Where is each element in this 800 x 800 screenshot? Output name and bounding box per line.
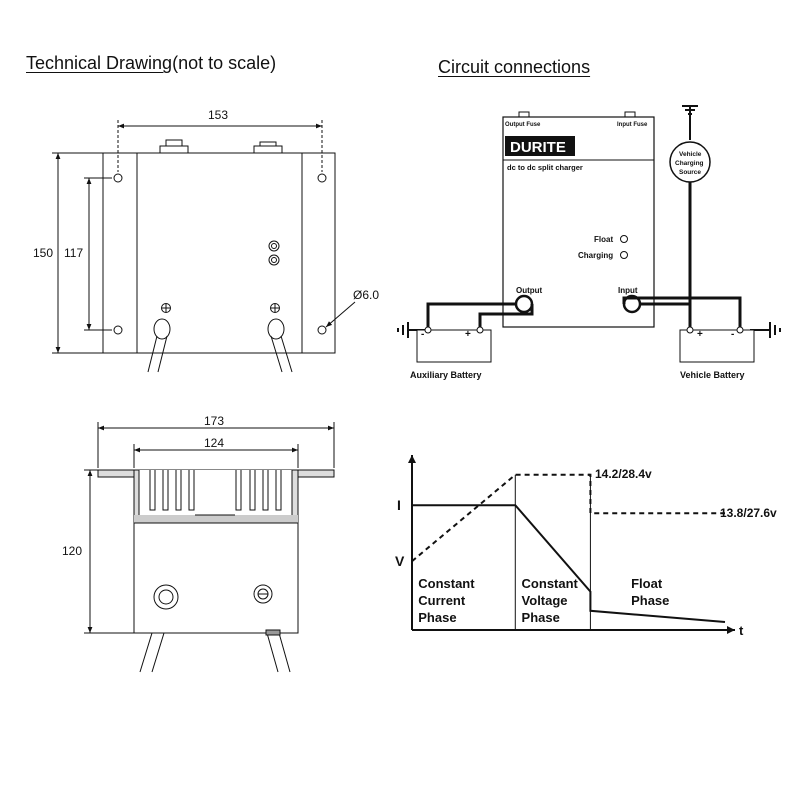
aux-plus: +	[465, 329, 471, 340]
cable-right	[270, 335, 293, 373]
not-to-scale-text: (not to scale)	[172, 53, 277, 73]
terminal-left	[159, 145, 189, 154]
cable-left	[147, 335, 168, 373]
mount-hole	[113, 173, 123, 183]
side-view	[84, 422, 335, 673]
led-charging	[268, 254, 280, 266]
voltage-line	[411, 473, 725, 562]
source-label-3: Source	[679, 169, 701, 176]
source-label-1: Vehicle	[679, 151, 702, 158]
aux-negative-wire	[426, 302, 516, 330]
front-view	[52, 120, 356, 373]
input-fuse-label: Input Fuse	[617, 122, 648, 128]
current-line	[412, 504, 726, 623]
y-marker-current: I	[397, 497, 401, 513]
phase-label: Phase	[631, 593, 669, 608]
dim-width-124: 124	[204, 436, 224, 450]
technical-drawing-text: Technical Drawing	[26, 53, 173, 73]
gland-front-left	[153, 584, 179, 610]
phase-label: Constant	[418, 576, 475, 591]
x-axis-label: t	[739, 623, 744, 638]
dim-width-173: 173	[204, 414, 224, 428]
side-body	[133, 522, 299, 634]
ground-icon	[397, 322, 409, 338]
output-fuse-label: Output Fuse	[505, 122, 541, 128]
technical-drawing-title: Technical Drawing (not to scale)	[26, 53, 276, 74]
front-plate	[102, 152, 336, 354]
output-label: Output	[516, 286, 543, 295]
ground-icon	[682, 105, 698, 140]
phase-label: Phase	[418, 610, 456, 625]
brand-logo	[505, 136, 575, 156]
dim-height-117: 117	[64, 246, 83, 260]
charger-subtitle: dc to dc split charger	[507, 163, 583, 172]
mount-hole	[113, 325, 123, 335]
float-label: Float	[594, 235, 613, 244]
y-marker-voltage: V	[395, 553, 405, 569]
phase-label: Constant	[522, 576, 579, 591]
veh-minus: -	[731, 329, 734, 340]
charging-profile-chart: tIV14.2/28.4v13.8/27.6vConstantCurrentPh…	[395, 455, 777, 638]
veh-plus: +	[697, 329, 703, 340]
mount-hole	[317, 325, 327, 335]
dim-width-153: 153	[208, 108, 228, 122]
aux-battery-label: Auxiliary Battery	[410, 370, 482, 380]
charging-label: Charging	[578, 251, 613, 260]
dim-height-120: 120	[62, 544, 82, 558]
terminal-right	[253, 145, 283, 154]
annotation-float-voltage: 13.8/27.6v	[720, 506, 777, 520]
vehicle-battery	[679, 326, 755, 363]
phase-label: Current	[418, 593, 466, 608]
vehicle-positive-wire	[640, 302, 692, 330]
float-led	[620, 235, 628, 243]
ground-icon	[769, 322, 781, 338]
phase-label: Voltage	[522, 593, 568, 608]
source-label-2: Charging	[675, 160, 704, 167]
y-axis-arrow	[408, 455, 416, 463]
output-terminal	[514, 294, 534, 314]
phase-label: Phase	[522, 610, 560, 625]
circuit-connections-title: Circuit connections	[438, 57, 591, 77]
wiring	[408, 181, 770, 331]
input-label: Input	[618, 286, 638, 295]
gland-front-right	[253, 584, 273, 604]
aux-positive-wire	[478, 304, 534, 330]
vehicle-negative-wire	[622, 296, 742, 330]
side-cable-left	[139, 632, 165, 673]
led-float	[268, 240, 280, 252]
vehicle-charging-source	[669, 141, 711, 183]
vehicle-battery-label: Vehicle Battery	[680, 370, 745, 380]
phase-label: Float	[631, 576, 663, 591]
brand-name: DURITE	[510, 139, 566, 156]
mount-hole	[317, 173, 327, 183]
x-axis-arrow	[727, 626, 735, 634]
auxiliary-battery	[416, 326, 492, 363]
cable-gland-right	[267, 318, 285, 340]
annotation-boost-voltage: 14.2/28.4v	[595, 467, 652, 481]
dim-height-150: 150	[33, 246, 53, 260]
cable-gland-left	[153, 318, 171, 340]
charging-led	[620, 251, 628, 259]
aux-minus: -	[421, 329, 424, 340]
dim-hole-diameter: Ø6.0	[353, 288, 379, 302]
side-cable-right	[266, 632, 291, 673]
